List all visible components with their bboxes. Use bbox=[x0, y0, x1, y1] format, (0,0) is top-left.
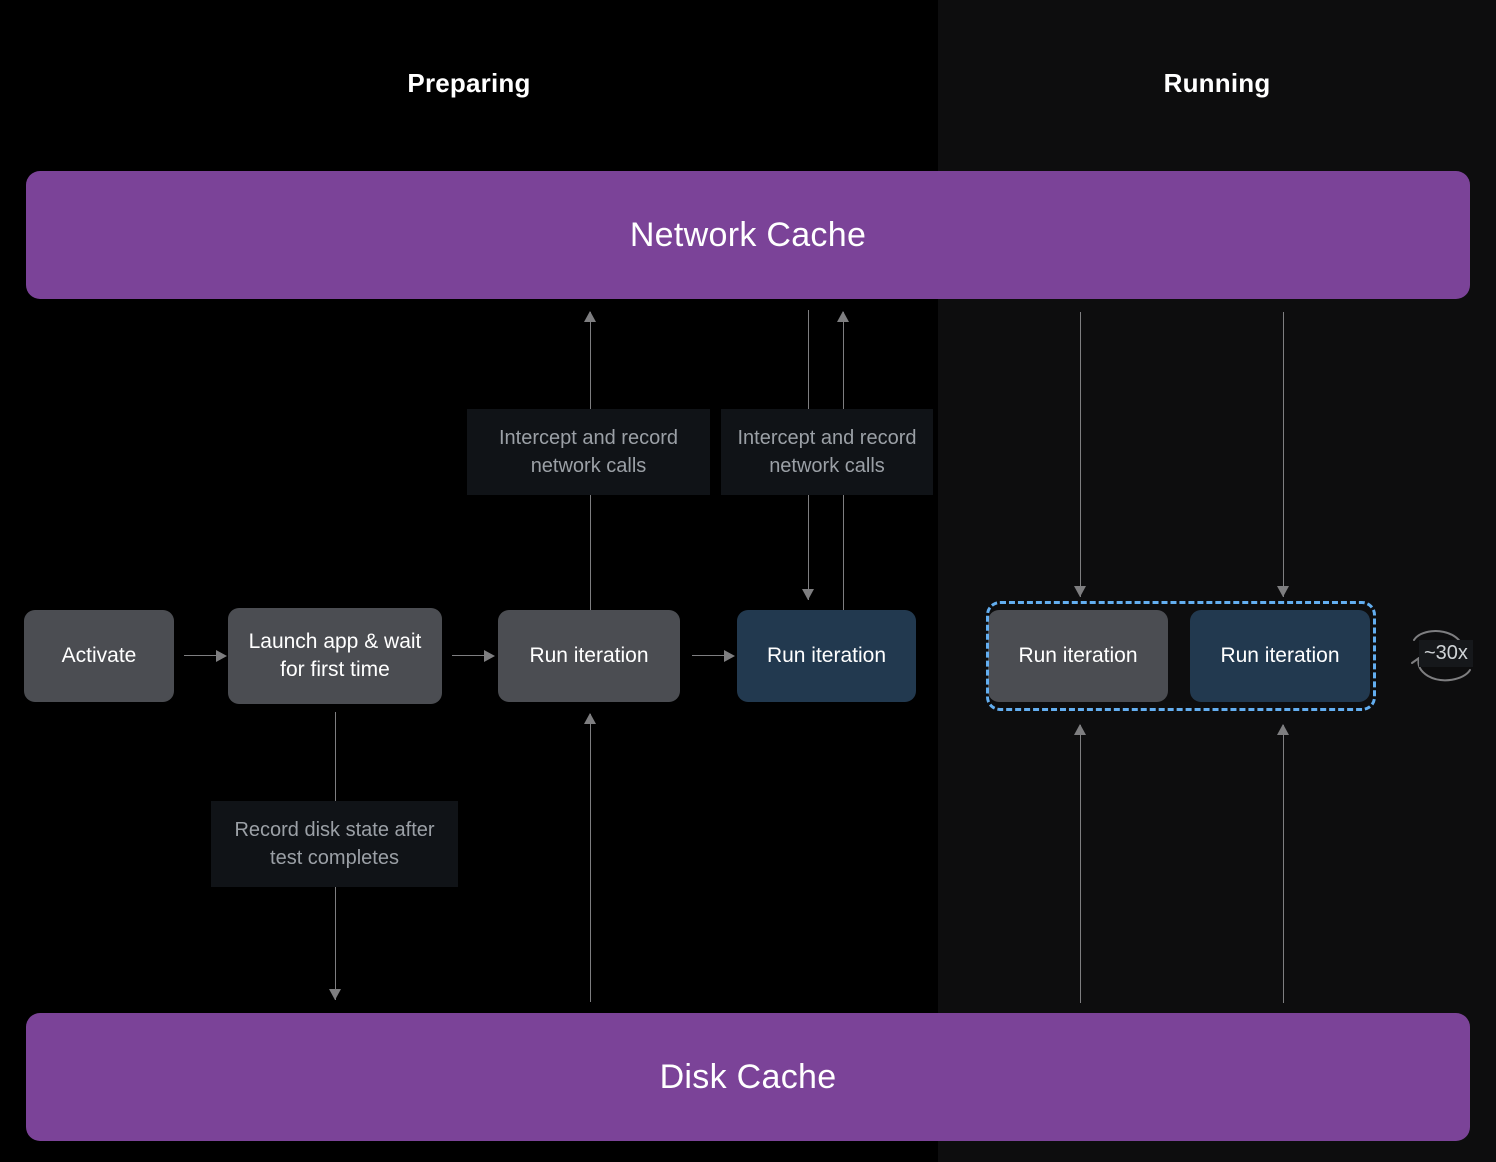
arrowhead-down-launch-disk bbox=[329, 989, 341, 1000]
arrowhead-down-network-run-running-1 bbox=[1074, 586, 1086, 597]
arrowhead-up-disk-run-prep-1 bbox=[584, 713, 596, 724]
connector-network-cache-to-run-running-2 bbox=[1283, 312, 1284, 597]
step-arrow-line bbox=[692, 655, 728, 656]
note-intercept-record-network-calls-2: Intercept and record network calls bbox=[721, 409, 933, 495]
node-run-iteration-preparing-1[interactable]: Run iteration bbox=[498, 610, 680, 702]
arrowhead-down-network-run-prep-2 bbox=[802, 589, 814, 600]
arrowhead-up-run-prep-2-network bbox=[837, 311, 849, 322]
phase-title-preparing: Preparing bbox=[407, 68, 531, 98]
step-arrow-line bbox=[452, 655, 488, 656]
arrowhead-down-network-run-running-2 bbox=[1277, 586, 1289, 597]
connector-disk-cache-to-run-running-1 bbox=[1080, 725, 1081, 1003]
arrowhead-right bbox=[484, 650, 495, 662]
connector-disk-cache-to-run-running-2 bbox=[1283, 725, 1284, 1003]
arrowhead-up-disk-run-running-1 bbox=[1074, 724, 1086, 735]
arrowhead-right bbox=[216, 650, 227, 662]
node-run-iteration-preparing-2[interactable]: Run iteration bbox=[737, 610, 916, 702]
node-run-iteration-running-1[interactable]: Run iteration bbox=[988, 610, 1168, 702]
node-launch-app-wait-for-first-time[interactable]: Launch app & wait for first time bbox=[228, 608, 442, 704]
network-cache-bar: Network Cache bbox=[26, 171, 1470, 299]
repeat-count-label: ~30x bbox=[1419, 640, 1473, 667]
connector-disk-cache-to-run-prep-1 bbox=[590, 714, 591, 1002]
node-run-iteration-running-2[interactable]: Run iteration bbox=[1190, 610, 1370, 702]
arrowhead-up-run-prep-1-network bbox=[584, 311, 596, 322]
note-intercept-record-network-calls-1: Intercept and record network calls bbox=[467, 409, 710, 495]
arrowhead-right bbox=[724, 650, 735, 662]
arrowhead-up-disk-run-running-2 bbox=[1277, 724, 1289, 735]
node-activate[interactable]: Activate bbox=[24, 610, 174, 702]
step-arrow-line bbox=[184, 655, 220, 656]
connector-network-cache-to-run-running-1 bbox=[1080, 312, 1081, 597]
disk-cache-bar: Disk Cache bbox=[26, 1013, 1470, 1141]
phase-title-running: Running bbox=[1163, 68, 1271, 98]
note-record-disk-state: Record disk state after test completes bbox=[211, 801, 458, 887]
